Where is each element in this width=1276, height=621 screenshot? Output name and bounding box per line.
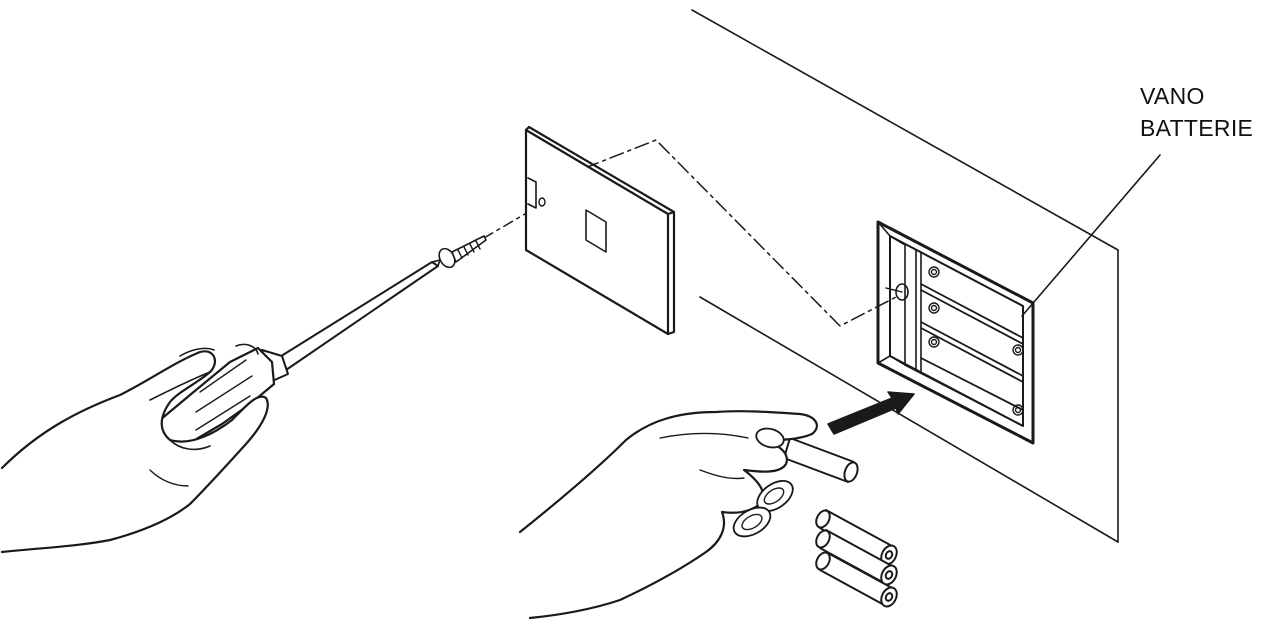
callout-leader-line [1021, 154, 1161, 317]
insert-direction-arrow [827, 391, 915, 435]
spare-batteries [815, 509, 898, 608]
battery-compartment-label: VANO BATTERIE [1140, 80, 1253, 144]
left-hand-holding-screwdriver [0, 343, 269, 554]
battery-compartment-label-line2: BATTERIE [1140, 115, 1254, 141]
alignment-guide-line [584, 139, 899, 327]
battery-terminal-springs [928, 266, 1024, 416]
battery-compartment [876, 220, 1035, 445]
device-wall-panel [691, 9, 1119, 543]
screw [438, 235, 487, 269]
battery-in-hand [783, 437, 859, 483]
spare-battery-1 [815, 509, 898, 566]
right-hand-holding-battery [518, 410, 818, 620]
spare-battery-3 [815, 551, 898, 608]
battery-compartment-label-line1: VANO [1140, 83, 1205, 109]
battery-cover-plate [524, 125, 676, 336]
